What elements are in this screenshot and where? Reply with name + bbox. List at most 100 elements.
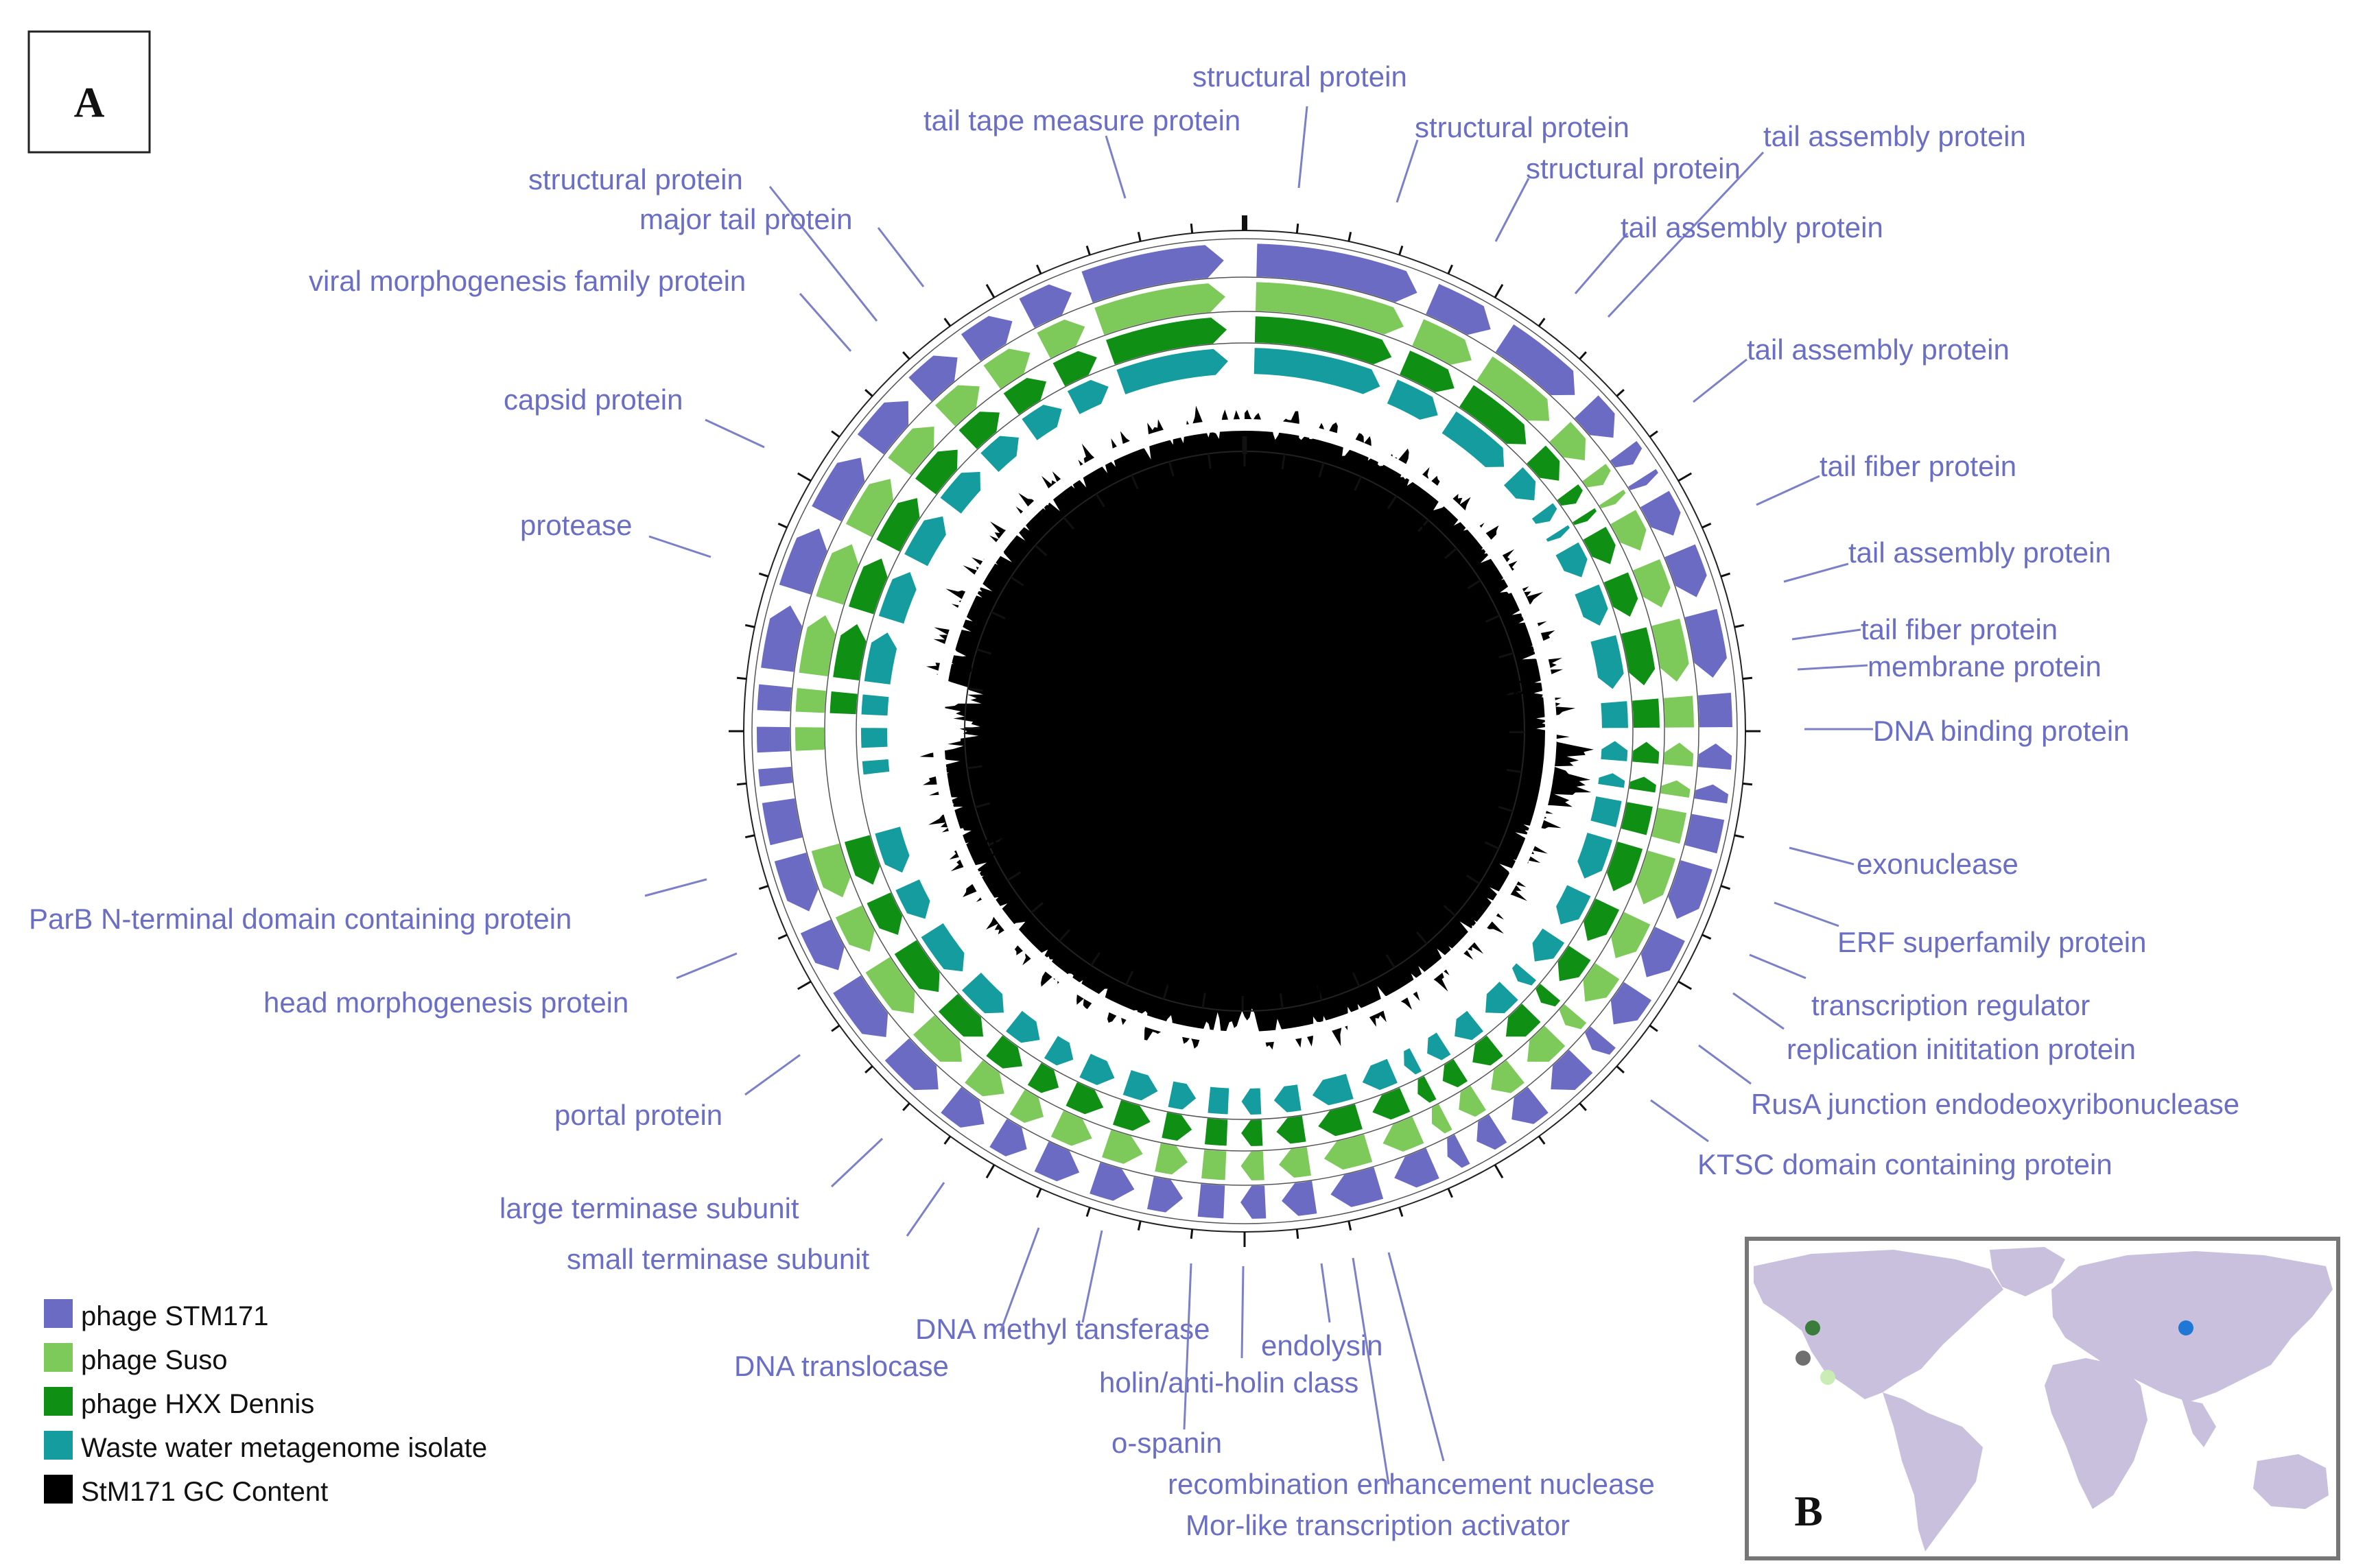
outer-tick	[1447, 1188, 1453, 1198]
gene-arrow	[1199, 1148, 1228, 1182]
gene-arrow	[1631, 697, 1661, 730]
leader-line	[1240, 1266, 1245, 1359]
gene-arrow	[1042, 1034, 1075, 1067]
gene-arrow	[755, 725, 792, 755]
outer-tick	[864, 389, 873, 397]
inner-tick	[1162, 984, 1169, 1000]
gene-label: KTSC domain containing protein	[1697, 1148, 2112, 1180]
inner-tick	[1168, 461, 1175, 477]
outer-tick	[1347, 231, 1352, 242]
gene-label: transcription regulator	[1811, 989, 2090, 1021]
kbp-label-15: 15 kbp	[1413, 850, 1487, 878]
gene-arrow	[1557, 1002, 1588, 1031]
gene-arrow	[862, 630, 899, 687]
outer-tick	[902, 351, 910, 360]
map-point-waste-water	[2178, 1320, 2193, 1335]
gene-label: major tail protein	[639, 203, 852, 235]
gene-arrow	[1426, 1030, 1453, 1062]
gene-arrow	[893, 877, 932, 921]
inner-tick	[1498, 805, 1514, 812]
leader-line	[644, 878, 707, 897]
outer-tick	[1085, 1207, 1091, 1217]
outer-tick	[1190, 1228, 1194, 1239]
gene-label: portal protein	[554, 1099, 722, 1131]
leader-line	[1791, 628, 1861, 641]
outer-tick	[864, 1065, 873, 1073]
gene-arrow	[1310, 1072, 1356, 1107]
gene-label: endolysin	[1261, 1329, 1382, 1362]
gene-label: membrane protein	[1868, 650, 2102, 682]
inner-tick	[1007, 871, 1022, 881]
ring-waste-water-isolate	[856, 342, 1634, 1120]
gene-arrow	[799, 918, 846, 972]
gene-arrow	[1544, 523, 1572, 544]
panel-a-label: A	[74, 80, 105, 126]
inner-tick	[1385, 954, 1396, 969]
inner-tick	[1279, 993, 1284, 1009]
gene-arrow	[1599, 700, 1629, 730]
gene-arrow	[1510, 1084, 1551, 1126]
leader-line	[648, 535, 711, 558]
leader-line	[744, 1054, 801, 1096]
gene-arrow	[1238, 1184, 1268, 1220]
gene-arrow	[873, 824, 911, 875]
gene-label: head morphogenesis protein	[263, 986, 628, 1019]
gc-inner-mask	[939, 425, 1551, 1037]
gene-arrow	[797, 613, 837, 678]
gene-arrow	[1077, 1052, 1117, 1087]
gene-label: tail assembly protein	[1747, 333, 2010, 366]
outer-tick	[902, 1102, 910, 1111]
leader-line	[1774, 901, 1839, 927]
outer-tick	[1579, 1102, 1587, 1111]
gene-label: DNA translocase	[734, 1350, 949, 1382]
leader-line	[877, 227, 925, 287]
gene-arrow	[1609, 980, 1653, 1026]
inner-tick	[1416, 931, 1428, 945]
gene-label: DNA methyl tansferase	[915, 1313, 1210, 1345]
leader-line	[1783, 562, 1849, 583]
legend-swatch	[44, 1387, 73, 1416]
leader-line	[676, 952, 738, 979]
legend-item: Waste water metagenome isolate	[44, 1431, 487, 1463]
outer-tick	[736, 782, 747, 786]
gene-label: tail assembly protein	[1763, 120, 2026, 152]
gene-arrow	[1274, 1114, 1308, 1145]
gene-arrow	[1588, 794, 1623, 829]
outer-tick	[943, 318, 952, 327]
gene-label: exonuclease	[1857, 848, 2018, 880]
inner-tick	[1034, 544, 1048, 556]
gene-arrow	[1370, 1086, 1412, 1121]
gene-arrow	[1696, 691, 1734, 729]
legend-item: phage STM171	[44, 1299, 269, 1331]
legend: phage STM171 phage Suso phage HXX Dennis…	[44, 1299, 487, 1507]
outer-tick	[1616, 1065, 1625, 1073]
gene-label: ParB N-terminal domain containing protei…	[29, 903, 572, 935]
ring-phage-suso	[790, 276, 1699, 1186]
outer-tick	[1702, 934, 1712, 940]
outer-tick	[1649, 1024, 1658, 1032]
inner-tick	[1130, 475, 1139, 490]
ring-outline	[751, 238, 1738, 1224]
gene-label: RusA junction endodeoxyribonuclease	[1751, 1088, 2239, 1120]
gene-arrow	[1573, 582, 1610, 628]
legend-label: StM171 GC Content	[81, 1477, 328, 1507]
leader-line	[999, 1227, 1040, 1333]
inner-tick	[1201, 993, 1206, 1008]
inner-tick	[1352, 972, 1361, 987]
gene-arrow	[1239, 1150, 1266, 1182]
outer-tick	[1538, 318, 1546, 327]
gene-arrow	[978, 434, 1021, 474]
outer-tick	[1036, 264, 1042, 274]
genome-circle-map	[729, 215, 1761, 1247]
gene-label: structural protein	[1526, 152, 1741, 185]
kbp-label-25: 25 kbp	[1132, 964, 1206, 992]
inner-tick	[967, 765, 982, 770]
inner-tick	[1207, 453, 1212, 469]
gene-label: small terminase subunit	[567, 1243, 870, 1275]
gene-arrow	[759, 603, 804, 674]
outer-tick	[831, 430, 840, 438]
outer-tick	[758, 572, 769, 578]
gene-arrow	[1626, 467, 1660, 492]
outer-tick	[1720, 885, 1731, 890]
gene-arrow	[1452, 1008, 1485, 1042]
